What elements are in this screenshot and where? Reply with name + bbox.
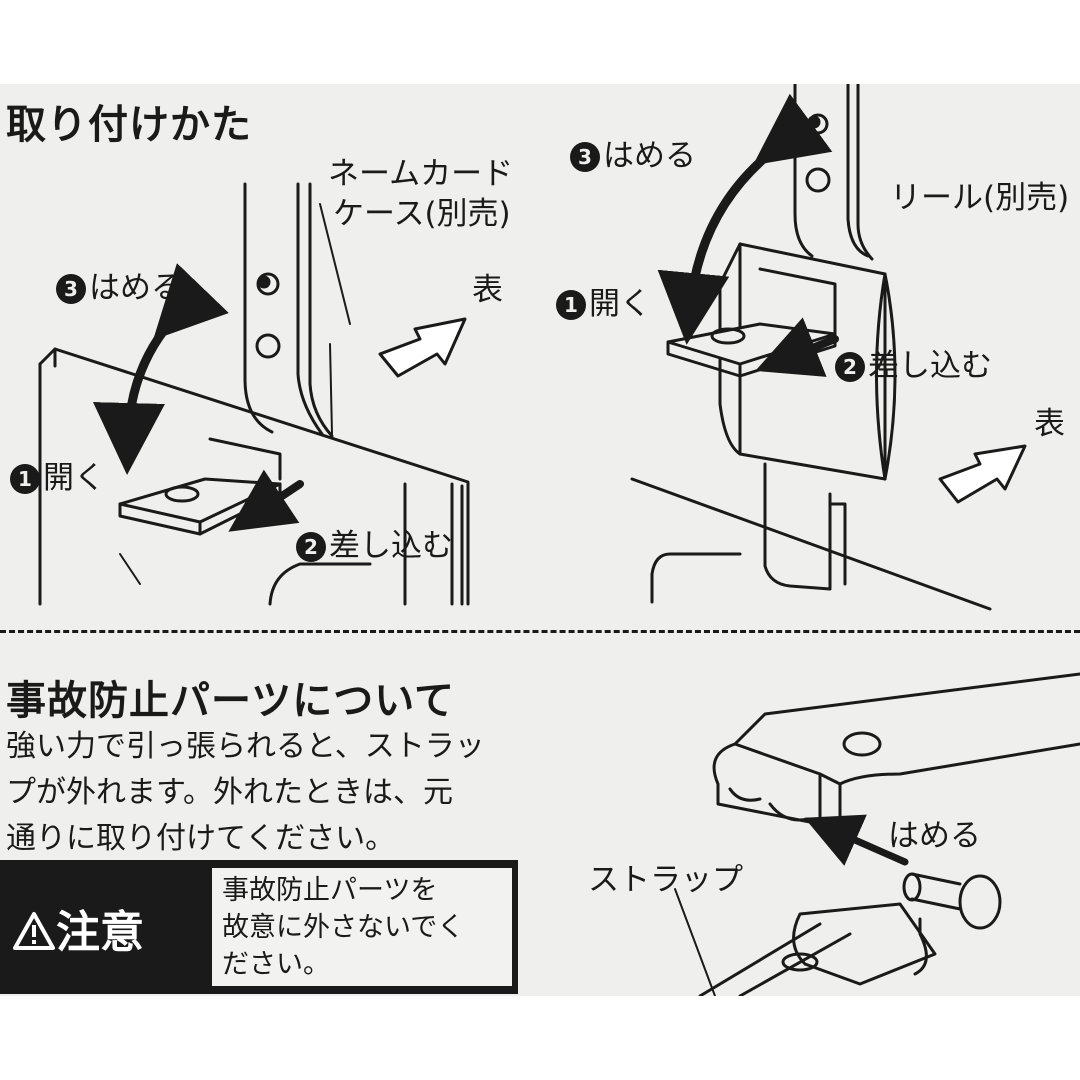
caution-line3: ださい。: [222, 949, 330, 980]
left-step1-text: 開く: [43, 460, 105, 496]
name-card-case-illustration: [38, 182, 470, 606]
caution-text: 事故防止パーツを 故意に外さないでく ださい。: [212, 868, 512, 986]
right-step1-text: 開く: [589, 286, 651, 322]
step1-number-icon: 1: [10, 464, 40, 494]
accident-prevention-part-illustration: [674, 672, 1080, 996]
fit-label: はめる: [888, 818, 981, 854]
step2-number-icon: 2: [296, 532, 326, 562]
caution-label-text: 注意: [56, 907, 144, 958]
strap-label: ストラップ: [588, 862, 743, 898]
warning-icon: [13, 912, 55, 950]
dashed-divider: [0, 630, 1080, 633]
section-title: 事故防止パーツについて: [6, 678, 455, 724]
case-label-line2: ケース(別売): [333, 196, 511, 232]
body-line2: プが外れます。外れたときは、元: [6, 775, 453, 810]
left-step2-text: 差し込む: [329, 528, 453, 564]
body-line1: 強い力で引っ張られると、ストラッ: [6, 729, 485, 764]
caution-box: 注意 事故防止パーツを 故意に外さないでく ださい。: [0, 860, 518, 994]
right-front-label: 表: [1034, 406, 1065, 442]
illustrations: [38, 84, 1080, 996]
left-step3-text: はめる: [89, 270, 182, 306]
body-line3: 通りに取り付けてください。: [6, 821, 396, 856]
step3-number-icon: 3: [56, 274, 86, 304]
step3-number-icon: 3: [570, 142, 600, 172]
step1-number-icon: 1: [556, 290, 586, 320]
reel-label: リール(別売): [890, 180, 1070, 216]
caution-heading: 注意: [12, 896, 144, 960]
right-step3-text: はめる: [603, 138, 696, 174]
page-title: 取り付けかた: [6, 102, 252, 148]
right-step2-text: 差し込む: [868, 348, 992, 384]
case-label-line1: ネームカード: [328, 156, 514, 192]
caution-line1: 事故防止パーツを: [222, 875, 438, 906]
caution-line2: 故意に外さないでく: [222, 912, 465, 943]
reel-illustration: [630, 84, 1027, 611]
left-front-label: 表: [472, 272, 503, 308]
step2-number-icon: 2: [835, 352, 865, 382]
